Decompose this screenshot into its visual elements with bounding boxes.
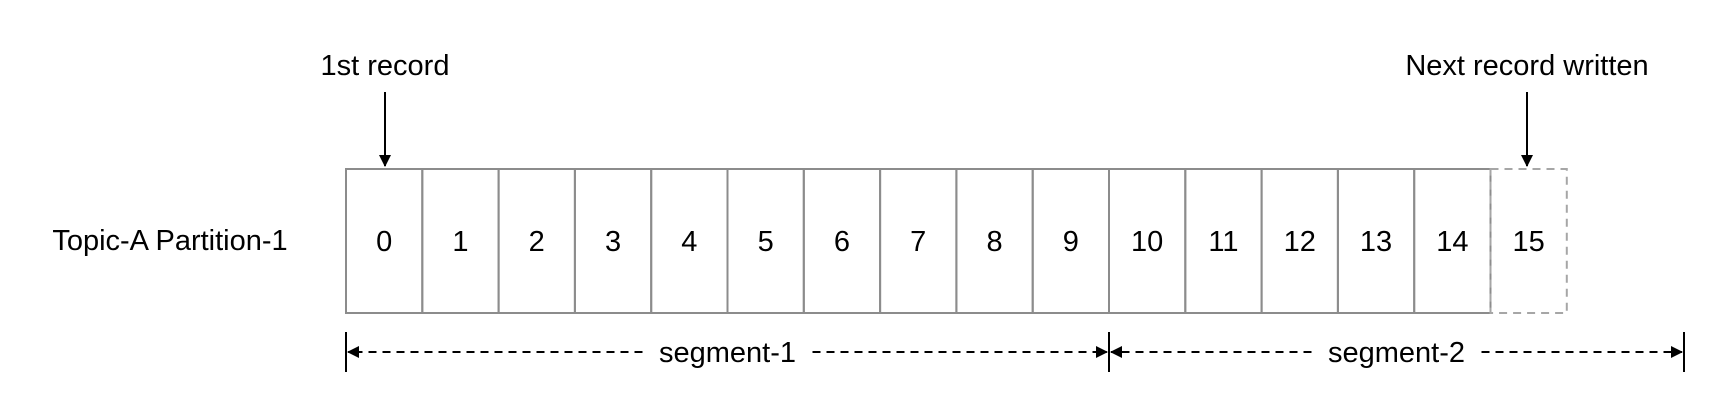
record-cell: 5 — [726, 168, 805, 314]
record-offset: 2 — [529, 226, 545, 258]
record-offset: 14 — [1436, 226, 1468, 258]
record-cell: 0 — [345, 168, 424, 314]
record-cell: 1 — [421, 168, 500, 314]
partition-label: Topic-A Partition-1 — [52, 225, 287, 257]
segment-1-bracket: segment-1 — [345, 332, 1110, 372]
record-offset: 12 — [1284, 226, 1316, 258]
segment-markers: segment-1 segment-2 — [345, 332, 1685, 372]
pending-record-cell: 15 — [1489, 168, 1568, 314]
record-cell: 3 — [573, 168, 653, 314]
first-record-label: 1st record — [321, 50, 450, 82]
record-offset: 3 — [605, 226, 621, 258]
segment-label: segment-2 — [1328, 337, 1465, 369]
next-record-label: Next record written — [1405, 50, 1648, 82]
record-offset: 8 — [986, 226, 1002, 258]
segment-label: segment-1 — [659, 337, 796, 369]
record-cell: 14 — [1413, 168, 1492, 314]
record-cell: 6 — [802, 168, 882, 314]
segment-2-bracket: segment-2 — [1108, 332, 1685, 372]
record-offset: 7 — [910, 226, 926, 258]
record-cell: 8 — [955, 168, 1034, 314]
record-cell: 9 — [1031, 168, 1110, 314]
record-cell-box — [1489, 168, 1568, 314]
record-offset: 10 — [1131, 226, 1163, 258]
record-offset: 1 — [452, 226, 468, 258]
record-cell: 13 — [1336, 168, 1416, 314]
record-cell: 11 — [1184, 168, 1263, 314]
record-cell: 2 — [497, 168, 576, 314]
record-offset: 6 — [834, 226, 850, 258]
record-offset: 15 — [1513, 226, 1545, 258]
record-offset: 5 — [758, 226, 774, 258]
record-cell: 12 — [1260, 168, 1339, 314]
record-offset: 0 — [376, 226, 392, 258]
record-offset: 11 — [1208, 226, 1238, 258]
record-offset: 13 — [1360, 226, 1392, 258]
record-cell: 10 — [1108, 168, 1187, 314]
record-offset: 9 — [1063, 226, 1079, 258]
record-offset: 4 — [681, 226, 697, 258]
record-cell: 7 — [879, 168, 958, 314]
record-cell: 4 — [650, 168, 729, 314]
